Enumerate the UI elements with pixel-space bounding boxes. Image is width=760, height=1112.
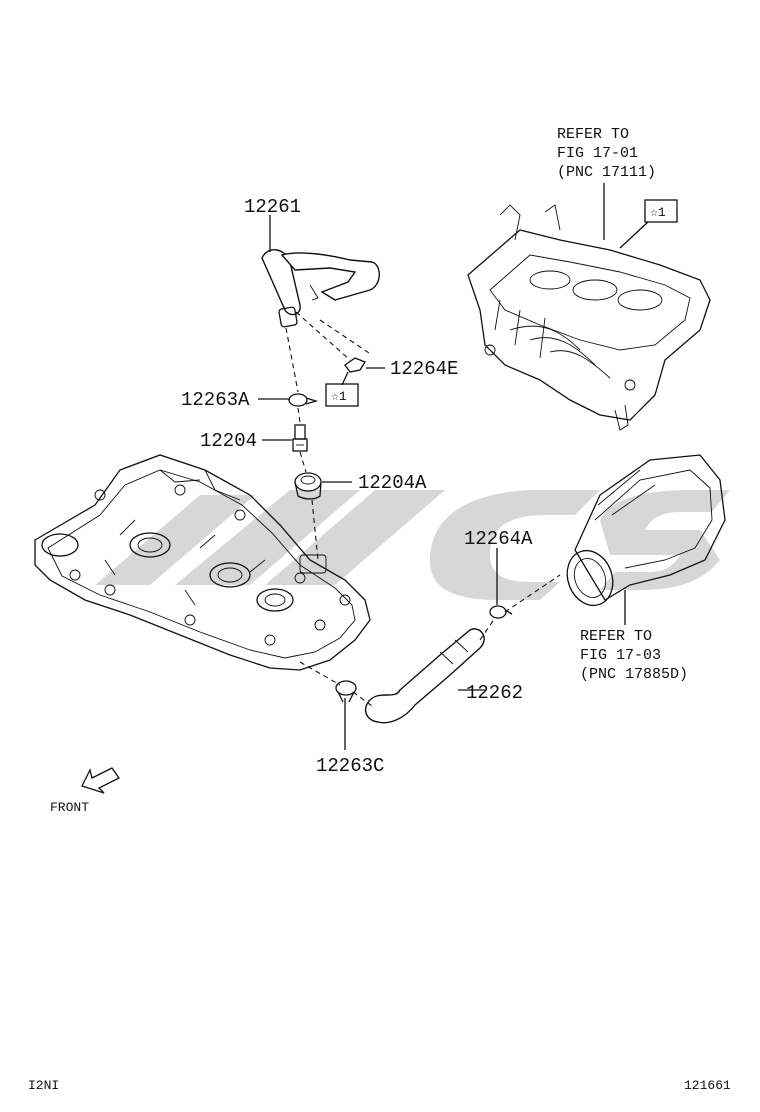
intake-manifold	[467, 204, 711, 431]
front-arrow-icon	[81, 767, 120, 794]
hose-12262	[364, 628, 485, 724]
refer-note-manifold-line3: (PNC 17111)	[557, 164, 656, 181]
label-12262: 12262	[466, 682, 523, 704]
footer-left-code: I2NI	[28, 1078, 59, 1093]
refer-note-manifold-line2: FIG 17-01	[557, 145, 638, 162]
leader-lines	[258, 183, 649, 750]
refer-note-intake-line3: (PNC 17885D)	[580, 666, 688, 683]
label-12204: 12204	[200, 430, 257, 452]
hose-12261	[261, 249, 380, 328]
clamp-12264E	[344, 357, 366, 373]
refer-note-intake: REFER TO FIG 17-03 (PNC 17885D)	[580, 628, 688, 683]
clamp-12263C	[335, 680, 357, 703]
pcv-valve-12204	[292, 424, 308, 452]
label-12261: 12261	[244, 196, 301, 218]
footer-right-code: 121661	[684, 1078, 731, 1093]
refer-note-manifold-line1: REFER TO	[557, 126, 629, 143]
assembly-lines	[285, 311, 561, 707]
grommet-12204A	[294, 472, 322, 500]
star-callout-clamp-text: ☆1	[331, 389, 347, 404]
label-12263C: 12263C	[316, 755, 384, 777]
refer-note-intake-line2: FIG 17-03	[580, 647, 661, 664]
label-12264E: 12264E	[390, 358, 458, 380]
refer-note-intake-line1: REFER TO	[580, 628, 652, 645]
label-12263A: 12263A	[181, 389, 250, 411]
star-callout-manifold: ☆1	[644, 199, 678, 223]
label-12264A: 12264A	[464, 528, 533, 550]
clamp-12264A	[489, 605, 513, 619]
clamp-12263A	[288, 393, 319, 407]
front-label: FRONT	[50, 800, 89, 815]
refer-note-manifold: REFER TO FIG 17-01 (PNC 17111)	[557, 126, 656, 181]
star-callout-manifold-text: ☆1	[650, 205, 666, 220]
cylinder-head-cover	[34, 454, 371, 671]
label-12204A: 12204A	[358, 472, 427, 494]
air-intake-connector	[566, 454, 726, 607]
star-callout-clamp: ☆1	[325, 383, 359, 407]
